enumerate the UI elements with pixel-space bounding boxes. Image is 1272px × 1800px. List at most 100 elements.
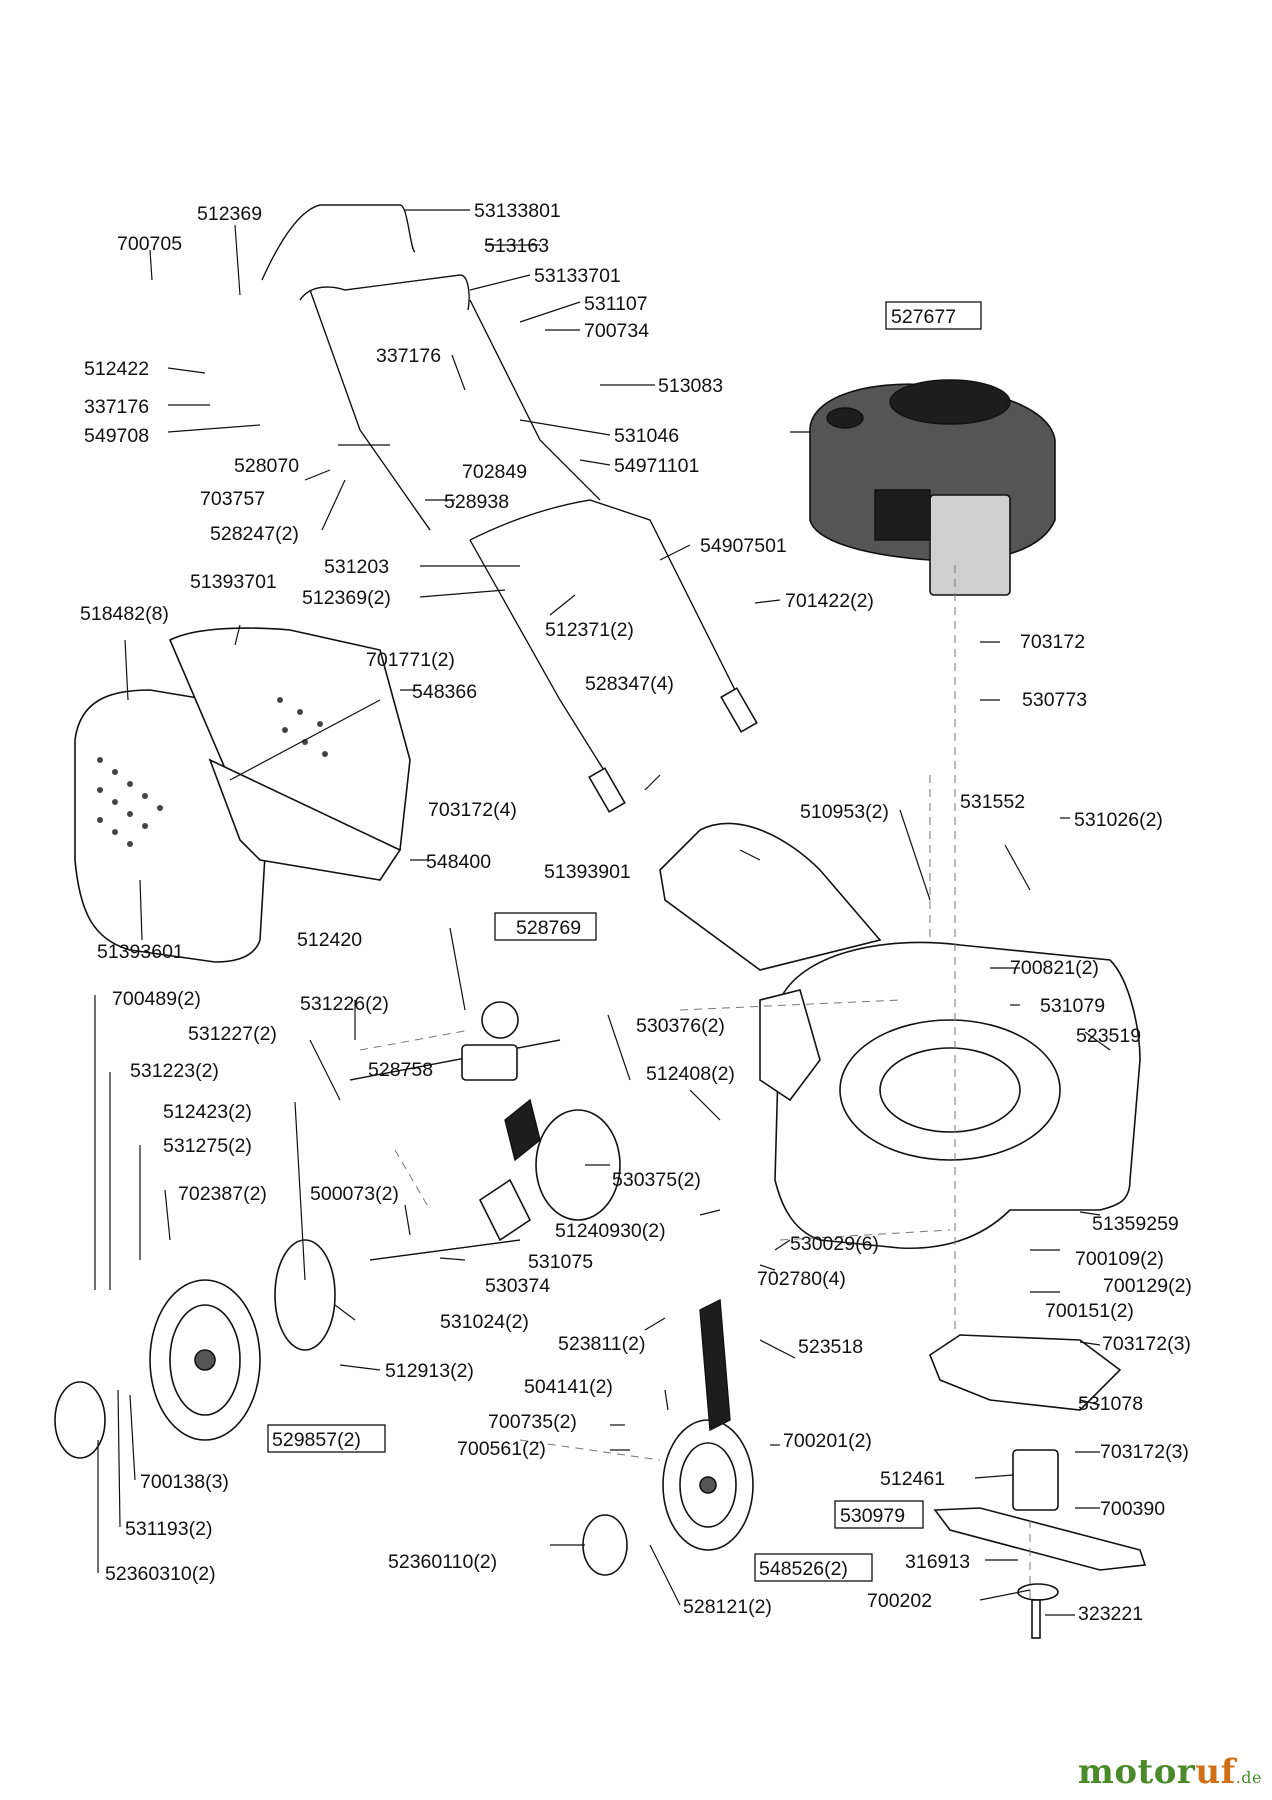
part-number: 518482(8)	[80, 603, 169, 625]
part-number: 512369	[197, 203, 262, 225]
leader-lines	[94, 209, 1111, 1616]
part-number: 703172(3)	[1102, 1333, 1191, 1355]
part-number: 531275(2)	[163, 1135, 252, 1157]
part-number: 530374	[485, 1275, 550, 1297]
part-number: 51359259	[1092, 1213, 1179, 1235]
part-number: 531046	[614, 425, 679, 447]
part-number: 700151(2)	[1045, 1300, 1134, 1322]
rear-axle-assembly	[274, 1001, 621, 1351]
part-number: 700202	[867, 1590, 932, 1612]
part-number: 52360110(2)	[388, 1551, 497, 1573]
part-number: 531075	[528, 1251, 593, 1273]
part-number: 703172	[1020, 631, 1085, 653]
part-number: 531107	[584, 293, 648, 315]
handle-lower	[469, 499, 758, 813]
part-number: 513083	[658, 375, 723, 397]
part-number: 700734	[584, 320, 649, 342]
part-number: 512423(2)	[163, 1101, 252, 1123]
part-number: 504141(2)	[524, 1376, 613, 1398]
part-number: 51393701	[190, 571, 277, 593]
part-number: 523518	[798, 1336, 863, 1358]
part-number: 523519	[1076, 1025, 1141, 1047]
part-number: 530376(2)	[636, 1015, 725, 1037]
part-number: 702780(4)	[757, 1268, 846, 1290]
part-number: 512913(2)	[385, 1360, 474, 1382]
part-number: 52360310(2)	[105, 1563, 216, 1585]
dashed-guide-lines	[359, 565, 1031, 1600]
part-number: 54907501	[700, 535, 787, 557]
blade-assembly	[929, 1334, 1147, 1639]
part-number: 531203	[324, 556, 389, 578]
part-number: 700201(2)	[783, 1430, 872, 1452]
front-wheel	[582, 1298, 754, 1576]
part-number: 700705	[117, 233, 182, 255]
part-number: 531552	[960, 791, 1025, 813]
part-number: 500073(2)	[310, 1183, 399, 1205]
part-number: 512369(2)	[302, 587, 391, 609]
part-number: 703757	[200, 488, 265, 510]
part-number: 337176	[84, 396, 149, 418]
part-number: 700390	[1100, 1498, 1165, 1520]
part-number: 512420	[297, 929, 362, 951]
logo-text-c: .de	[1235, 1768, 1262, 1787]
part-number: 530773	[1022, 689, 1087, 711]
boxed-part-number: 530979	[840, 1505, 905, 1527]
part-number: 512422	[84, 358, 149, 380]
part-number: 316913	[905, 1551, 970, 1573]
part-number: 702387(2)	[178, 1183, 267, 1205]
part-number: 51393601	[97, 941, 184, 963]
part-number: 702849	[462, 461, 527, 483]
part-number: 323221	[1078, 1603, 1143, 1625]
part-number: 703172(3)	[1100, 1441, 1189, 1463]
part-number: 700138(3)	[140, 1471, 229, 1493]
motoruf-logo: motoruf.de	[1078, 1752, 1262, 1792]
part-number: 531078	[1078, 1393, 1143, 1415]
logo-text-a: motor	[1077, 1752, 1196, 1792]
part-number: 700561(2)	[457, 1438, 546, 1460]
part-number: 701771(2)	[366, 649, 455, 671]
boxed-part-number: 548526(2)	[759, 1558, 848, 1580]
part-labels: 53133801 512369 700705 513163 53133701 5…	[80, 200, 1192, 1625]
part-number: 513163	[484, 235, 549, 257]
part-number: 528938	[444, 491, 509, 513]
grass-catcher	[74, 627, 411, 963]
part-number: 531193(2)	[125, 1518, 212, 1540]
part-number: 701422(2)	[785, 590, 874, 612]
boxed-part-number: 529857(2)	[272, 1429, 361, 1451]
part-number: 512461	[880, 1468, 945, 1490]
part-number: 53133701	[534, 265, 621, 287]
part-number: 530375(2)	[612, 1169, 701, 1191]
part-number: 700129(2)	[1103, 1275, 1192, 1297]
part-number: 510953(2)	[800, 801, 889, 823]
part-number: 528758	[368, 1059, 433, 1081]
part-number: 700735(2)	[488, 1411, 577, 1433]
boxed-part-number: 528769	[516, 917, 581, 939]
part-number: 548400	[426, 851, 491, 873]
part-number: 54971101	[614, 455, 699, 477]
part-number: 528121(2)	[683, 1596, 772, 1618]
part-number: 531026(2)	[1074, 809, 1163, 831]
part-number: 528070	[234, 455, 299, 477]
part-number: 700109(2)	[1075, 1248, 1164, 1270]
part-number: 51240930(2)	[555, 1220, 666, 1242]
part-number: 337176	[376, 345, 441, 367]
part-number: 531227(2)	[188, 1023, 277, 1045]
boxed-part-labels: 527677 528769 529857(2) 530979 548526(2)	[267, 301, 982, 1582]
part-number: 53133801	[474, 200, 561, 222]
part-number: 531079	[1040, 995, 1105, 1017]
part-number: 528247(2)	[210, 523, 299, 545]
part-number: 531226(2)	[300, 993, 389, 1015]
engine	[790, 379, 1056, 596]
part-number: 531024(2)	[440, 1311, 529, 1333]
part-number: 523811(2)	[558, 1333, 645, 1355]
part-number: 703172(4)	[428, 799, 517, 821]
mower-deck	[759, 941, 1141, 1250]
rear-wheel	[54, 1279, 261, 1459]
part-number: 531223(2)	[130, 1060, 219, 1082]
part-number: 549708	[84, 425, 149, 447]
part-number: 530029(6)	[790, 1233, 879, 1255]
boxed-part-number: 527677	[891, 306, 956, 328]
discharge-chute	[659, 822, 882, 971]
part-number: 512408(2)	[646, 1063, 735, 1085]
